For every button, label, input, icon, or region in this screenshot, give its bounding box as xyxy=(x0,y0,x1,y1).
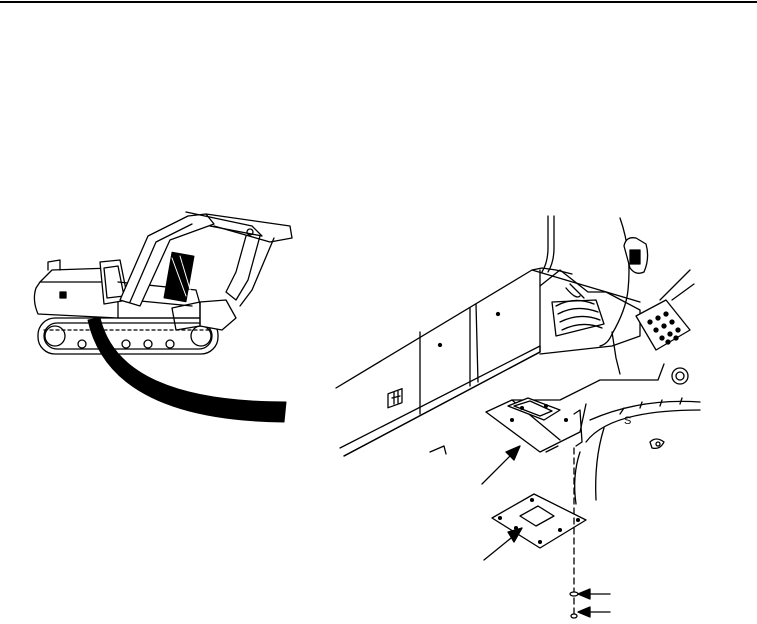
washer xyxy=(569,591,579,597)
wiring-harness xyxy=(541,215,549,273)
arrow-to-cover-plate xyxy=(483,527,523,561)
arrow-to-washer xyxy=(577,588,611,600)
page-top-rule xyxy=(0,1,757,3)
screw xyxy=(570,613,578,619)
excavator-overview xyxy=(33,211,293,423)
step-plate xyxy=(635,299,691,351)
turntable-ring: S xyxy=(429,397,701,505)
access-cover-plate xyxy=(491,493,587,549)
boom-underside xyxy=(485,363,665,453)
boom-body xyxy=(335,267,641,457)
boom-tip-assembly xyxy=(539,269,695,385)
svg-text:S: S xyxy=(624,415,631,427)
electrical-connector xyxy=(623,237,649,274)
excavator-tracks xyxy=(37,317,219,355)
boom-underside-access-cover: S xyxy=(335,215,701,619)
arrow-to-screw xyxy=(577,606,611,618)
excavator-boom xyxy=(119,211,293,331)
callout-leader-band xyxy=(87,317,287,423)
arrow-to-access-opening xyxy=(481,445,521,485)
